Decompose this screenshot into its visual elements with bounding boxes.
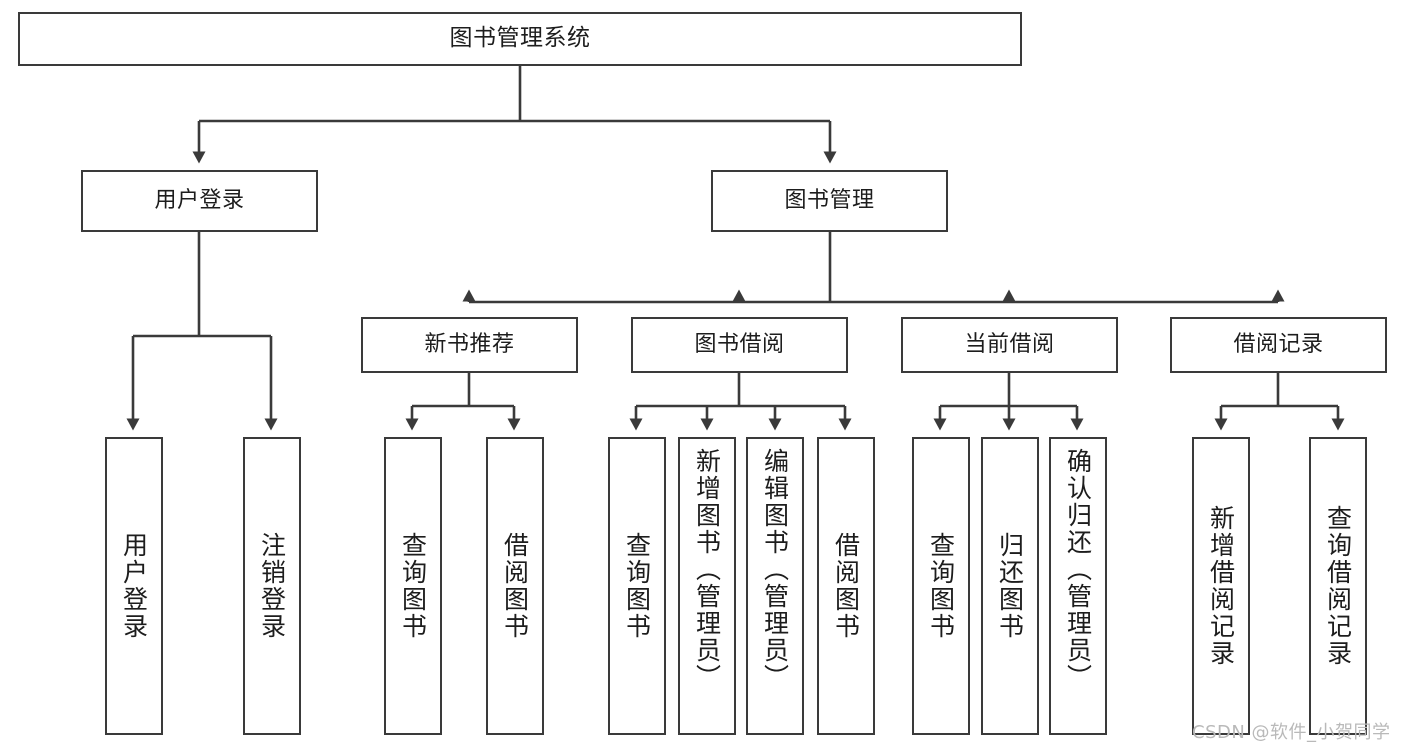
leaf-query-book-3-label: 查询图书 — [926, 532, 956, 640]
leaf-edit-book-label: 编辑图书（管理员） — [760, 448, 790, 691]
node-book-manage[interactable]: 图书管理 — [711, 170, 948, 232]
leaf-borrow-book-2-label: 借阅图书 — [831, 532, 861, 640]
leaf-query-book-3[interactable]: 查询图书 — [912, 437, 970, 735]
leaf-query-book-2-label: 查询图书 — [622, 532, 652, 640]
node-current-borrow-label: 当前借阅 — [964, 332, 1055, 358]
leaf-confirm-return-label: 确认归还（管理员） — [1063, 448, 1093, 691]
node-book-borrow-label: 图书借阅 — [694, 332, 785, 358]
node-current-borrow[interactable]: 当前借阅 — [901, 317, 1118, 373]
node-book-borrow[interactable]: 图书借阅 — [631, 317, 848, 373]
leaf-user-login-label: 用户登录 — [119, 532, 149, 640]
leaf-user-logout-label: 注销登录 — [257, 532, 287, 640]
leaf-add-record[interactable]: 新增借阅记录 — [1192, 437, 1250, 735]
node-user-login[interactable]: 用户登录 — [81, 170, 318, 232]
leaf-borrow-book-2[interactable]: 借阅图书 — [817, 437, 875, 735]
leaf-user-logout[interactable]: 注销登录 — [243, 437, 301, 735]
node-new-book-rec[interactable]: 新书推荐 — [361, 317, 578, 373]
leaf-edit-book[interactable]: 编辑图书（管理员） — [746, 437, 804, 735]
leaf-return-book-label: 归还图书 — [995, 532, 1025, 640]
leaf-return-book[interactable]: 归还图书 — [981, 437, 1039, 735]
node-borrow-record[interactable]: 借阅记录 — [1170, 317, 1387, 373]
leaf-add-book[interactable]: 新增图书（管理员） — [678, 437, 736, 735]
leaf-add-book-label: 新增图书（管理员） — [692, 448, 722, 691]
leaf-query-record[interactable]: 查询借阅记录 — [1309, 437, 1367, 735]
leaf-query-book-1-label: 查询图书 — [398, 532, 428, 640]
leaf-add-record-label: 新增借阅记录 — [1206, 505, 1236, 667]
leaf-query-record-label: 查询借阅记录 — [1323, 505, 1353, 667]
leaf-borrow-book-1-label: 借阅图书 — [500, 532, 530, 640]
leaf-borrow-book-1[interactable]: 借阅图书 — [486, 437, 544, 735]
node-user-login-label: 用户登录 — [154, 188, 245, 214]
node-borrow-record-label: 借阅记录 — [1233, 332, 1324, 358]
leaf-confirm-return[interactable]: 确认归还（管理员） — [1049, 437, 1107, 735]
leaf-query-book-1[interactable]: 查询图书 — [384, 437, 442, 735]
leaf-query-book-2[interactable]: 查询图书 — [608, 437, 666, 735]
csdn-watermark: CSDN @软件_小贺同学 — [1192, 722, 1391, 743]
node-root-label: 图书管理系统 — [449, 25, 591, 52]
node-book-manage-label: 图书管理 — [784, 188, 875, 214]
node-root[interactable]: 图书管理系统 — [18, 12, 1022, 66]
node-new-book-rec-label: 新书推荐 — [424, 332, 515, 358]
leaf-user-login[interactable]: 用户登录 — [105, 437, 163, 735]
